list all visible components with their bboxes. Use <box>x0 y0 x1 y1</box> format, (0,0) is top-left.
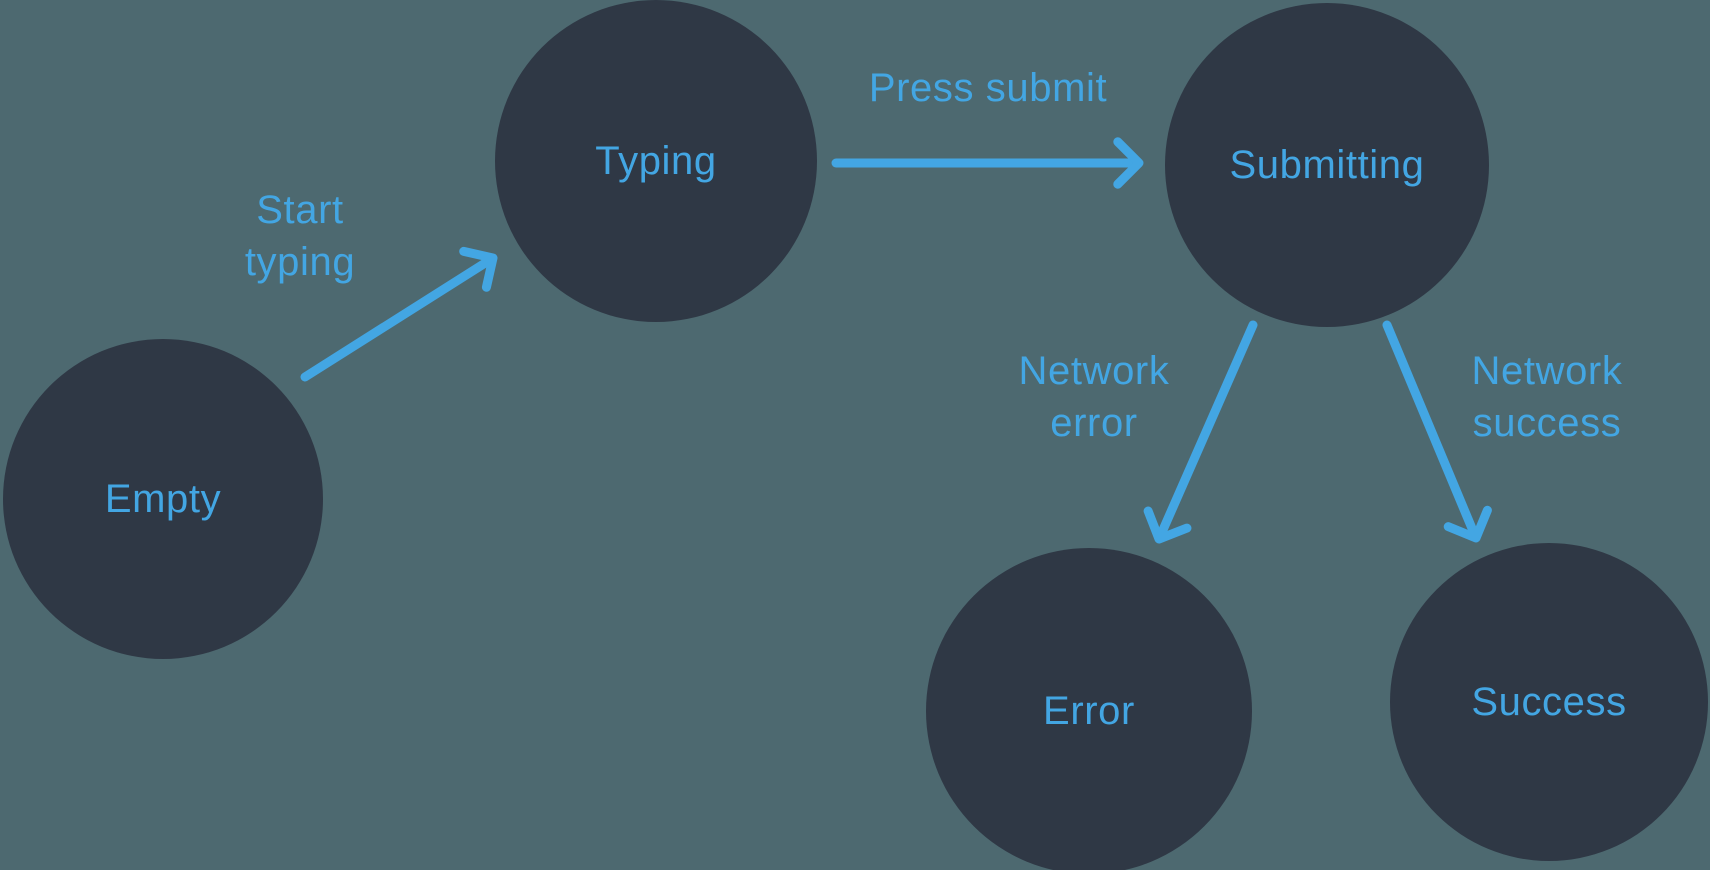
state-node-label: Error <box>1043 688 1135 733</box>
arrow-shaft <box>1382 320 1479 539</box>
state-node-submitting: Submitting <box>1165 3 1489 327</box>
transition-label-line: typing <box>244 240 356 284</box>
state-node-label: Success <box>1471 679 1627 724</box>
transition-arrow-press-submit <box>831 137 1144 189</box>
transition-label-line: Start <box>256 188 344 232</box>
state-node-label: Submitting <box>1229 142 1425 187</box>
arrow-shaft <box>1156 320 1258 540</box>
transition-label-line: Press submit <box>868 66 1108 110</box>
state-node-label: Typing <box>595 138 717 183</box>
arrowhead-icon <box>1443 505 1492 543</box>
arrowhead-icon <box>1143 506 1192 544</box>
transition-arrow-network-success <box>1382 320 1492 543</box>
transition-arrow-start-typing <box>300 246 498 382</box>
arrowhead-icon <box>1113 137 1144 189</box>
arrow-shaft <box>300 255 495 382</box>
transition-label-line: error <box>1050 401 1138 445</box>
state-node-success: Success <box>1390 543 1708 861</box>
transition-label-line: Network <box>1471 349 1623 393</box>
transition-label-network-error: Network error <box>1019 345 1170 449</box>
state-node-error: Error <box>926 548 1252 870</box>
transition-label-line: success <box>1472 401 1622 445</box>
transition-label-line: Network <box>1018 349 1170 393</box>
transition-label-press-submit: Press submit <box>869 62 1107 114</box>
state-node-label: Empty <box>104 476 222 521</box>
transition-label-network-success: Network success <box>1472 345 1623 449</box>
state-node-empty: Empty <box>3 339 323 659</box>
transition-arrow-network-error <box>1143 320 1258 544</box>
arrowhead-icon <box>459 246 498 292</box>
state-node-typing: Typing <box>495 0 817 322</box>
transition-label-start-typing: Start typing <box>245 184 355 288</box>
